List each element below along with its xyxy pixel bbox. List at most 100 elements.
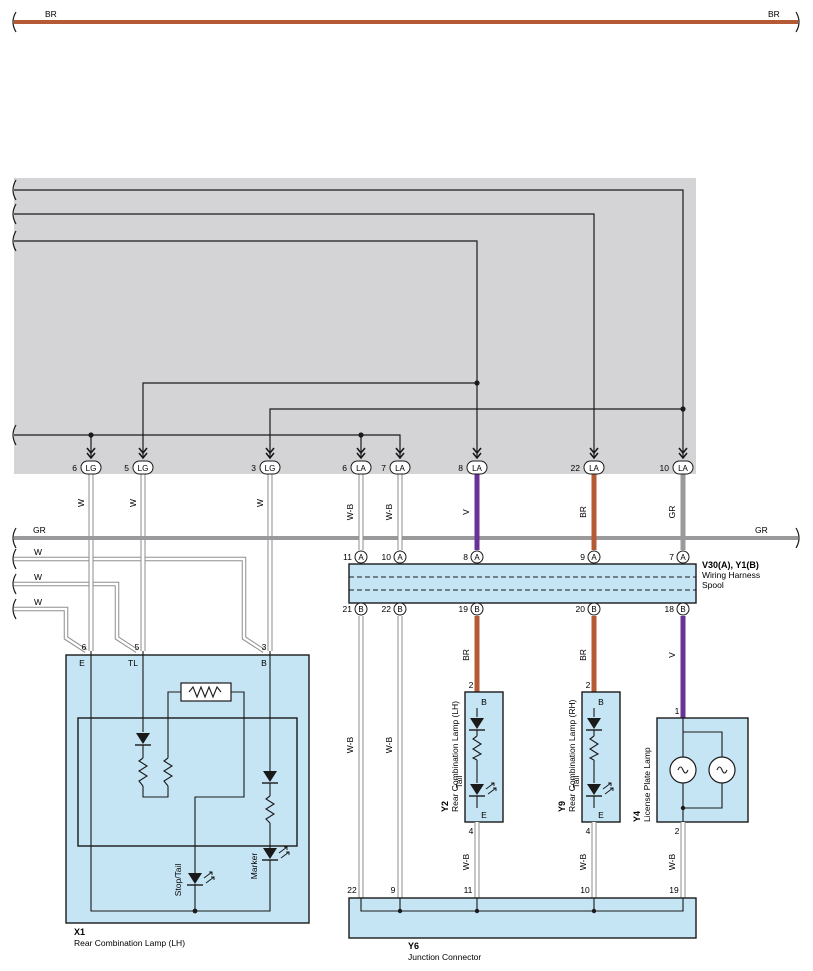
- gr-bus-wire: GR GR: [12, 525, 800, 549]
- pin-number: 7: [669, 552, 674, 562]
- component-id: Y2: [440, 801, 450, 812]
- break-mark-icon: [12, 11, 17, 33]
- terminal-label: E: [598, 810, 604, 820]
- wiring-harness-spool: V30(A), Y1(B) Wiring Harness Spool: [348, 560, 760, 604]
- break-mark-icon: [12, 598, 17, 620]
- connector-code: B: [397, 605, 402, 614]
- y9-rear-combination-lamp-rh: 2 B E 4 Tail Y9 Rear Combination Lamp (R…: [557, 680, 621, 898]
- break-mark-icon: [12, 179, 17, 201]
- connector-code: A: [591, 553, 597, 562]
- component-name: Rear Combination Lamp (LH): [450, 701, 460, 812]
- pin-number: 22: [382, 604, 392, 614]
- pin-number: 1: [675, 706, 680, 716]
- resistor-icon: [471, 735, 483, 761]
- connector-code: LA: [678, 464, 688, 473]
- led-icon: [262, 846, 290, 861]
- diode-icon: [470, 718, 484, 729]
- wire-color-label: W-B: [461, 853, 471, 870]
- chevron-down-icon: [265, 452, 275, 460]
- wire-color-label: BR: [45, 9, 57, 19]
- component-id: V30(A), Y1(B): [702, 560, 759, 570]
- connector-code: A: [474, 553, 480, 562]
- wire-color-label: BR: [461, 649, 471, 661]
- pin-number: 19: [459, 604, 469, 614]
- wire-color-label: W: [128, 499, 138, 507]
- chevron-down-icon: [589, 447, 599, 455]
- chevron-marks: [86, 447, 688, 460]
- lg-connectors: LG 6 LG 5 LG 3: [72, 460, 281, 475]
- connector-la-pin-10: LA 10: [660, 460, 694, 475]
- resistor-icon: [162, 757, 174, 787]
- break-mark-icon: [795, 527, 800, 549]
- x1-inner-box: [77, 717, 298, 847]
- pin-number: 2: [586, 680, 591, 690]
- wire-color-label: W: [34, 572, 42, 582]
- terminal-label: B: [261, 658, 267, 668]
- pin-number: 19: [669, 885, 679, 895]
- connector-code: A: [680, 553, 686, 562]
- pin-number: 9: [391, 885, 396, 895]
- connector-code: LA: [589, 464, 599, 473]
- pin-number: 10: [382, 552, 392, 562]
- chevron-down-icon: [138, 452, 148, 460]
- pin-number: 6: [72, 463, 77, 473]
- chevron-down-icon: [86, 447, 96, 455]
- chevron-down-icon: [356, 452, 366, 460]
- pin-number: 7: [381, 463, 386, 473]
- y2-rear-combination-lamp-lh: 2 B E 4 Tail Y2 Rear Combination Lamp (L…: [440, 680, 504, 898]
- component-name: Rear Combination Lamp (RH): [567, 699, 577, 812]
- pin-number: 21: [343, 604, 353, 614]
- pin-number: 6: [82, 642, 87, 652]
- spool-pin-a-9: A9: [580, 550, 601, 564]
- pin-number: 22: [571, 463, 581, 473]
- chevron-down-icon: [472, 447, 482, 455]
- pin-number: 4: [586, 826, 591, 836]
- pin-number: 9: [580, 552, 585, 562]
- spool-box: [348, 563, 697, 604]
- wire-color-label: W: [34, 547, 42, 557]
- resistor-icon: [264, 795, 276, 824]
- component-name: Spool: [702, 580, 724, 590]
- wire-color-label: W-B: [667, 853, 677, 870]
- chevron-down-icon: [678, 447, 688, 455]
- left-break-marks: [12, 179, 17, 446]
- wire-color-label: BR: [768, 9, 780, 19]
- component-name: Wiring Harness: [702, 570, 760, 580]
- terminal-label: E: [79, 658, 85, 668]
- component-name: Rear Combination Lamp (LH): [74, 938, 185, 948]
- la-wires: W-B W-B V BR GR: [345, 474, 686, 550]
- wire-color-label: W: [34, 597, 42, 607]
- connector-code: LA: [395, 464, 405, 473]
- chevron-down-icon: [589, 452, 599, 460]
- connector-la-pin-22: LA 22: [571, 460, 605, 475]
- terminal-label: B: [598, 697, 604, 707]
- bulb-icon: [669, 756, 697, 784]
- connector-lg-pin-6: LG 6: [72, 460, 102, 475]
- pin-number: 8: [463, 552, 468, 562]
- spool-pin-b-18: B18: [665, 602, 690, 616]
- component-id: Y4: [632, 811, 642, 822]
- wire-color-label: W-B: [384, 736, 394, 753]
- wire-color-label: BR: [578, 649, 588, 661]
- led-icon: [187, 871, 215, 886]
- wire-color-label: V: [461, 509, 471, 515]
- wire-color-label: GR: [33, 525, 46, 535]
- pin-number: 11: [343, 552, 352, 562]
- pin-number: 4: [469, 826, 474, 836]
- lamp-label: Tail: [571, 776, 581, 789]
- spool-pin-a-7: A7: [669, 550, 690, 564]
- chevron-down-icon: [86, 452, 96, 460]
- pin-number: 10: [660, 463, 670, 473]
- resistor-icon: [588, 735, 600, 761]
- chevron-down-icon: [265, 447, 275, 455]
- chevron-down-icon: [138, 447, 148, 455]
- chevron-down-icon: [472, 452, 482, 460]
- break-mark-icon: [12, 573, 17, 595]
- connector-code: A: [397, 553, 403, 562]
- spool-pin-b-19: B19: [459, 602, 484, 616]
- component-name: License Plate Lamp: [642, 747, 652, 822]
- pin-number: 8: [458, 463, 463, 473]
- spool-bottom-pins: B21 B22 B19 B20 B18: [343, 602, 690, 616]
- chevron-down-icon: [395, 447, 405, 455]
